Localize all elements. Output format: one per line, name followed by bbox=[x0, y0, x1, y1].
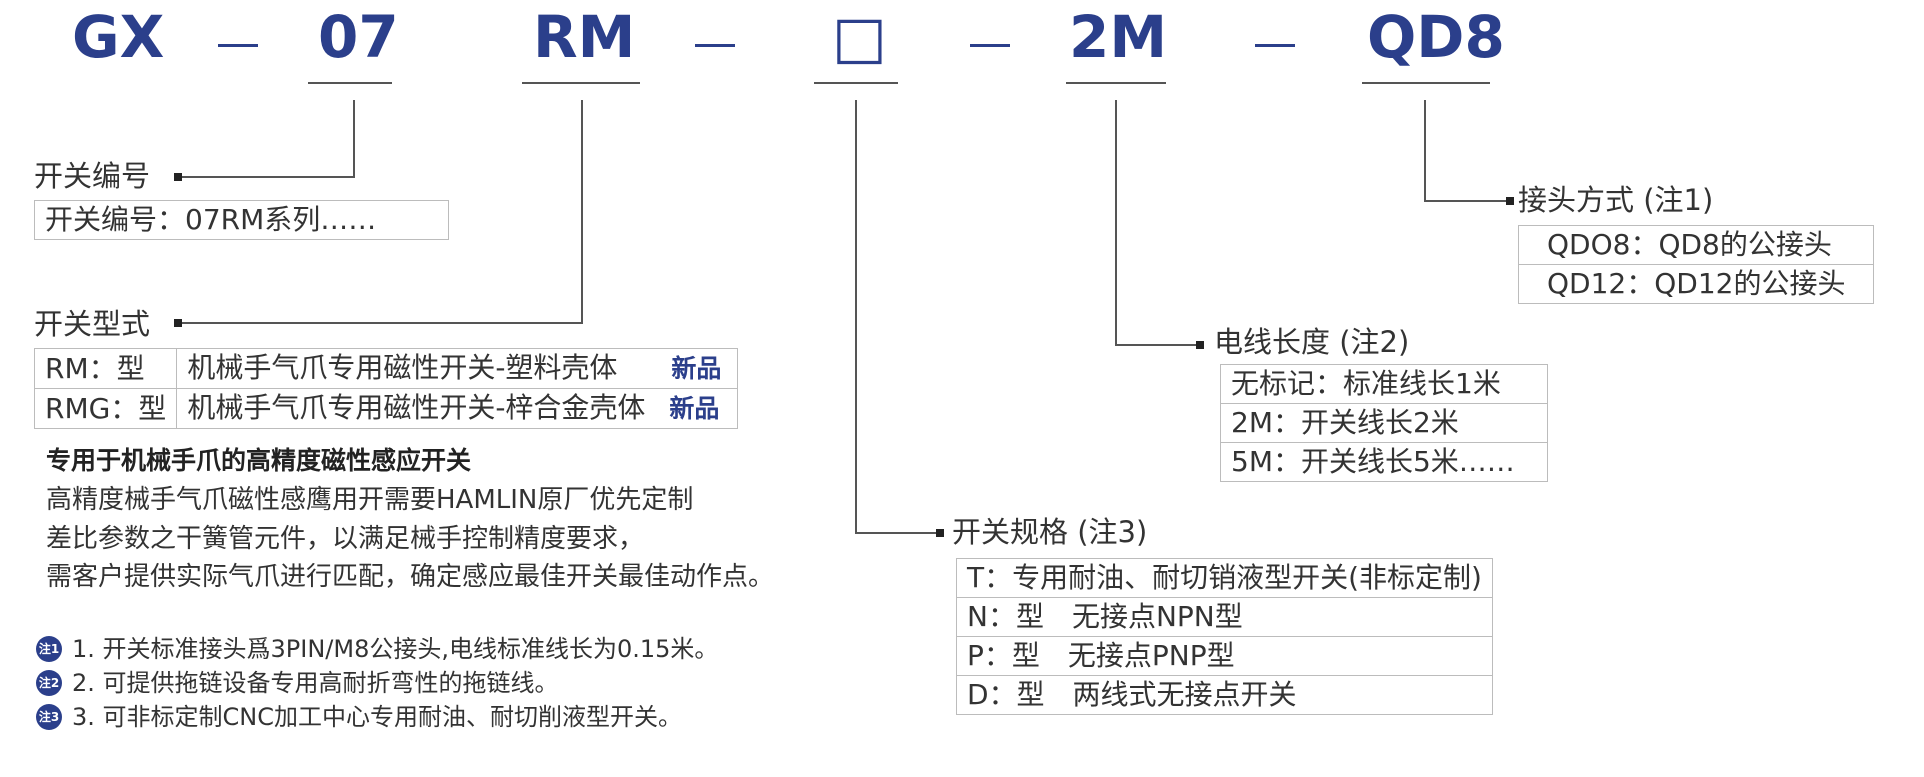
leader-line bbox=[1115, 344, 1199, 346]
table-cell: 开关编号：07RM系列…… bbox=[33, 200, 450, 240]
leader-line bbox=[1424, 200, 1508, 202]
table-row: D：型 两线式无接点开关 bbox=[956, 675, 1493, 715]
switch-number-table: 开关编号：07RM系列…… bbox=[33, 200, 450, 240]
table-row: QDO8：QD8的公接头 bbox=[1517, 225, 1875, 265]
table-row: T：专用耐油、耐切销液型开关(非标定制) bbox=[956, 558, 1493, 598]
note-text: 3. 可非标定制CNC加工中心专用耐油、耐切削液型开关。 bbox=[72, 703, 682, 731]
type-code-cell: RM：型 bbox=[33, 348, 178, 389]
table-cell: 无标记：标准线长1米 bbox=[1220, 364, 1548, 404]
leader-line bbox=[1115, 100, 1117, 346]
leader-line bbox=[178, 322, 583, 324]
leader-dot bbox=[1506, 197, 1514, 205]
note-item: 注3 3. 可非标定制CNC加工中心专用耐油、耐切削液型开关。 bbox=[36, 704, 682, 730]
table-row: 开关编号：07RM系列…… bbox=[33, 200, 450, 240]
table-row: 2M：开关线长2米 bbox=[1220, 403, 1548, 443]
leader-line bbox=[1424, 100, 1426, 202]
description-line: 需客户提供实际气爪进行匹配，确定感应最佳开关最佳动作点。 bbox=[46, 562, 775, 592]
code-part-series: GX bbox=[72, 3, 165, 71]
switch-type-heading: 开关型式 bbox=[34, 307, 151, 341]
table-row: RM：型 机械手气爪专用磁性开关-塑料壳体 新品 bbox=[33, 348, 739, 389]
cable-length-table: 无标记：标准线长1米 2M：开关线长2米 5M：开关线长5米…… bbox=[1220, 364, 1548, 482]
table-cell: T：专用耐油、耐切销液型开关(非标定制) bbox=[956, 558, 1493, 598]
code-separator bbox=[970, 44, 1010, 47]
leader-line bbox=[178, 176, 355, 178]
code-underline bbox=[814, 82, 898, 84]
leader-line bbox=[581, 100, 583, 324]
leader-dot bbox=[1196, 341, 1204, 349]
code-part-length: 2M bbox=[1069, 3, 1168, 71]
table-row: 5M：开关线长5米…… bbox=[1220, 442, 1548, 482]
leader-line bbox=[855, 532, 940, 534]
code-separator bbox=[218, 44, 258, 47]
type-code-cell: RMG：型 bbox=[33, 388, 178, 429]
switch-number-heading: 开关编号 bbox=[34, 159, 151, 193]
description-line: 差比参数之干簧管元件，以满足械手控制精度要求， bbox=[46, 524, 645, 554]
note-item: 注1 1. 开关标准接头爲3PIN/M8公接头,电线标准线长为0.15米。 bbox=[36, 636, 718, 662]
leader-dot bbox=[936, 529, 944, 537]
type-desc: 机械手气爪专用磁性开关-梓合金壳体 bbox=[187, 391, 646, 424]
leader-dot bbox=[174, 319, 182, 327]
table-cell: 2M：开关线长2米 bbox=[1220, 403, 1548, 443]
code-underline bbox=[1362, 82, 1490, 84]
note-badge-icon: 注3 bbox=[36, 704, 62, 730]
note-text: 2. 可提供拖链设备专用高耐折弯性的拖链线。 bbox=[72, 669, 559, 697]
table-cell: D：型 两线式无接点开关 bbox=[956, 675, 1493, 715]
leader-line bbox=[855, 100, 857, 534]
code-part-number: 07 bbox=[318, 3, 399, 71]
code-underline bbox=[1066, 82, 1166, 84]
note-badge-icon: 注1 bbox=[36, 636, 62, 662]
switch-spec-heading: 开关规格 (注3) bbox=[952, 515, 1148, 549]
table-cell: QD12：QD12的公接头 bbox=[1517, 264, 1875, 304]
code-part-connector: QD8 bbox=[1367, 3, 1505, 71]
type-desc: 机械手气爪专用磁性开关-塑料壳体 bbox=[187, 351, 618, 384]
new-badge: 新品 bbox=[671, 354, 722, 383]
note-item: 注2 2. 可提供拖链设备专用高耐折弯性的拖链线。 bbox=[36, 670, 559, 696]
note-badge-icon: 注2 bbox=[36, 670, 62, 696]
code-part-type: RM bbox=[533, 3, 636, 71]
new-badge: 新品 bbox=[669, 394, 720, 423]
table-row: QD12：QD12的公接头 bbox=[1517, 264, 1875, 304]
code-part-spec: □ bbox=[832, 3, 887, 71]
leader-dot bbox=[174, 173, 182, 181]
connector-table: QDO8：QD8的公接头 QD12：QD12的公接头 bbox=[1517, 225, 1875, 304]
note-text: 1. 开关标准接头爲3PIN/M8公接头,电线标准线长为0.15米。 bbox=[72, 635, 719, 663]
description-title: 专用于机械手爪的高精度磁性感应开关 bbox=[46, 446, 472, 475]
table-cell: QDO8：QD8的公接头 bbox=[1517, 225, 1875, 265]
switch-spec-table: T：专用耐油、耐切销液型开关(非标定制) N：型 无接点NPN型 P：型 无接点… bbox=[956, 558, 1493, 715]
cable-length-heading: 电线长度 (注2) bbox=[1214, 325, 1410, 359]
type-desc-cell: 机械手气爪专用磁性开关-梓合金壳体新品 bbox=[176, 388, 739, 429]
table-cell: 5M：开关线长5米…… bbox=[1220, 442, 1548, 482]
table-row: P：型 无接点PNP型 bbox=[956, 636, 1493, 676]
code-underline bbox=[522, 82, 640, 84]
table-row: 无标记：标准线长1米 bbox=[1220, 364, 1548, 404]
code-separator bbox=[1255, 44, 1295, 47]
type-desc-cell: 机械手气爪专用磁性开关-塑料壳体 新品 bbox=[176, 348, 739, 389]
table-row: N：型 无接点NPN型 bbox=[956, 597, 1493, 637]
switch-type-table: RM：型 机械手气爪专用磁性开关-塑料壳体新品 RMG：型 机械手气爪专用磁性开… bbox=[33, 348, 739, 429]
connector-heading: 接头方式 (注1) bbox=[1518, 183, 1714, 217]
code-separator bbox=[695, 44, 735, 47]
table-cell: N：型 无接点NPN型 bbox=[956, 597, 1493, 637]
code-underline bbox=[308, 82, 392, 84]
table-cell: P：型 无接点PNP型 bbox=[956, 636, 1493, 676]
description-line: 高精度械手气爪磁性感鹰用开需要HAMLIN原厂优先定制 bbox=[46, 485, 694, 515]
leader-line bbox=[353, 100, 355, 178]
table-row: RMG：型 机械手气爪专用磁性开关-梓合金壳体新品 bbox=[33, 388, 739, 429]
